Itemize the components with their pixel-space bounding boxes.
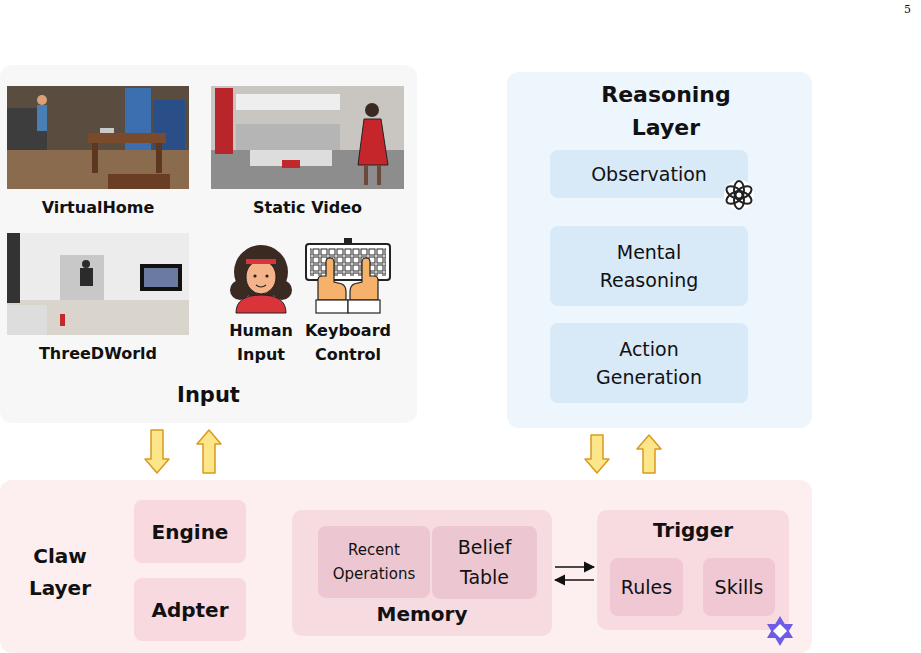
logo-center (773, 624, 787, 638)
person-head (365, 103, 379, 117)
plate (100, 128, 114, 133)
group-title: Memory (292, 510, 552, 627)
left-hand (318, 258, 346, 300)
person-leg (377, 165, 381, 185)
box-label: Belief Table (439, 533, 531, 592)
flow-arrow (585, 435, 609, 473)
agent-body (37, 105, 47, 131)
keys (310, 248, 386, 276)
box-label: Action Generation (574, 335, 724, 392)
image-caption: VirtualHome (7, 196, 189, 220)
floor (7, 300, 189, 335)
person-dress (358, 119, 388, 165)
doorway (7, 233, 20, 303)
mouth (256, 285, 266, 287)
box-label: Adpter (151, 596, 228, 624)
eye (265, 274, 268, 277)
memory-group: Recent Operations Belief TableMemory (292, 510, 552, 636)
flow-arrow (197, 430, 221, 473)
shirt (236, 295, 286, 313)
counter (236, 124, 340, 150)
claw-panel: EngineAdpter Recent Operations Belief Tabl… (0, 480, 812, 653)
right-hand (350, 258, 378, 300)
module-box: Engine (134, 500, 246, 563)
process-box: Action Generation (550, 323, 748, 403)
face (246, 260, 276, 294)
keyboard (306, 244, 390, 280)
headband (246, 259, 276, 264)
person-leg (364, 165, 368, 185)
flow-arrow (637, 435, 661, 473)
placemat (282, 160, 300, 168)
image-caption: Static Video (211, 196, 404, 220)
threedworld-screenshot (7, 233, 189, 335)
trigger-box: Rules (610, 558, 683, 616)
cable (344, 238, 352, 244)
picture (144, 268, 178, 287)
process-box: Observation (550, 150, 748, 198)
exchange-arrow (555, 579, 594, 581)
trigger-group: Rules Skills Trigger (597, 510, 789, 630)
wall (7, 86, 189, 189)
page-number: 5 (904, 3, 911, 16)
box-label: Mental Reasoning (574, 238, 724, 295)
reasoning-panel: ObservationMental ReasoningAction Genera… (507, 72, 812, 428)
table-leg (156, 143, 162, 173)
image-caption: ThreeDWorld (7, 342, 189, 366)
table-top (88, 133, 166, 143)
memory-box: Belief Table (432, 526, 537, 599)
group-title: Input (0, 65, 417, 409)
picture-frame (140, 264, 182, 291)
cuff (348, 300, 380, 313)
shelf (7, 305, 47, 335)
openai-logo (724, 180, 754, 210)
group-title: Claw Layer (10, 480, 110, 604)
flow-arrow (145, 430, 169, 473)
exchange-arrow (555, 566, 594, 568)
cabinet (236, 94, 340, 110)
wall (7, 233, 189, 335)
box-label: Engine (152, 518, 229, 546)
agent-head (37, 95, 47, 105)
agent-body (80, 268, 93, 286)
door (60, 255, 104, 300)
agent-head (82, 260, 90, 268)
wall (211, 86, 404, 189)
static-video-screenshot (211, 86, 404, 189)
extinguisher (60, 314, 65, 326)
keyboard-icon (306, 238, 390, 313)
fridge (215, 88, 233, 154)
image-caption: Keyboard Control (300, 319, 396, 367)
group-title: Trigger (597, 510, 789, 543)
bench (108, 174, 170, 189)
group-title: Reasoning Layer (595, 72, 737, 144)
logo-loop (724, 184, 745, 202)
box-label: Skills (715, 574, 764, 601)
image-caption: Human Input (228, 319, 294, 367)
table-leg (92, 143, 98, 173)
input-panel: VirtualHome Static VideoThreeDWorld Human … (0, 65, 417, 423)
box-label: Rules (621, 574, 672, 601)
virtualhome-screenshot (7, 86, 189, 189)
process-box: Mental Reasoning (550, 226, 748, 306)
box-label: Observation (591, 160, 707, 189)
memory-box: Recent Operations (318, 526, 430, 598)
module-box: Adpter (134, 578, 246, 641)
eye (253, 274, 256, 277)
trigger-box: Skills (703, 558, 775, 616)
box-label: Recent Operations (324, 538, 424, 586)
logo-ground (724, 180, 754, 210)
cuff (316, 300, 348, 313)
